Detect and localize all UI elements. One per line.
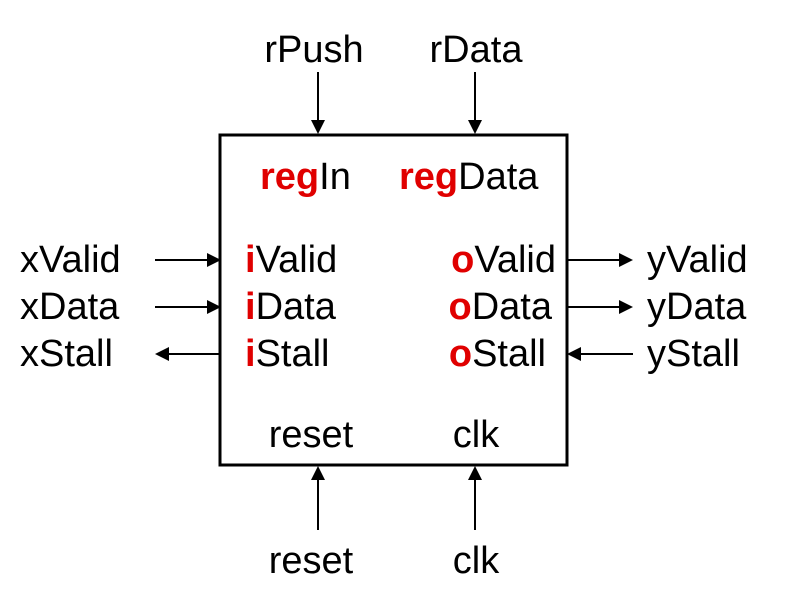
internal-label-istall: iStall	[245, 333, 329, 375]
port-label-clk: clk	[453, 540, 500, 582]
arrow-reset	[311, 466, 325, 480]
port-label-yvalid: yValid	[647, 239, 748, 281]
arrow-rdata	[468, 120, 482, 134]
internal-label-odata: oData	[449, 286, 553, 328]
port-label-reset: reset	[269, 540, 354, 582]
internal-label-regin: regIn	[260, 156, 351, 198]
internal-label-idata: iData	[245, 286, 337, 328]
port-label-ystall: yStall	[647, 333, 740, 375]
arrow-xdata	[207, 300, 221, 314]
port-label-rpush: rPush	[264, 29, 363, 71]
internal-label-reset: reset	[269, 414, 354, 456]
port-label-xstall: xStall	[20, 333, 113, 375]
internal-label-ovalid: oValid	[451, 239, 556, 281]
arrow-ydata	[619, 300, 633, 314]
arrow-yvalid	[619, 253, 633, 267]
internal-label-regdata: regData	[399, 156, 539, 198]
port-label-rdata: rData	[430, 29, 524, 71]
port-label-xdata: xData	[20, 286, 120, 328]
arrow-xstall	[155, 347, 169, 361]
arrow-ystall	[567, 347, 581, 361]
arrow-rpush	[311, 120, 325, 134]
arrow-xvalid	[207, 253, 221, 267]
internal-label-ostall: oStall	[449, 333, 546, 375]
internal-label-clk: clk	[453, 414, 500, 456]
internal-label-ivalid: iValid	[245, 239, 337, 281]
arrow-clk	[468, 466, 482, 480]
port-label-ydata: yData	[647, 286, 747, 328]
port-label-xvalid: xValid	[20, 239, 121, 281]
module-box	[218, 133, 569, 467]
